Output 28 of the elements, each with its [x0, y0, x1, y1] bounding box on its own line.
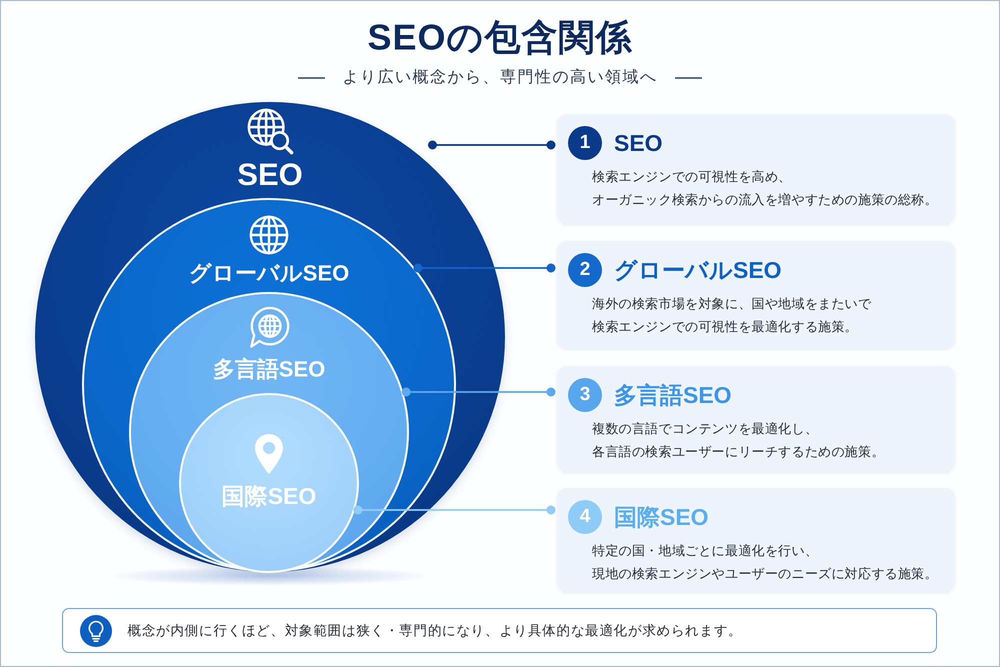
subtitle: より広い概念から、専門性の高い領域へ — [342, 68, 658, 88]
card-heading: 国際SEO — [614, 504, 709, 530]
title: SEOの包含関係 — [367, 16, 633, 58]
info-card — [557, 488, 955, 592]
card-text: 検索エンジンでの可視性を高め、オーガニック検索からの流入を増やすための施策の総称。 — [592, 168, 939, 209]
leader-line — [353, 506, 556, 514]
card-heading: 多言語SEO — [614, 382, 732, 408]
leader-line — [413, 264, 556, 272]
card-heading: グローバルSEO — [614, 256, 782, 284]
card-text: 複数の言語でコンテンツを最適化し、各言語の検索ユーザーにリーチするための施策。 — [592, 420, 886, 461]
number-badge: 2 — [568, 253, 602, 287]
circle-label: グローバルSEO — [188, 260, 350, 286]
card-heading: SEO — [614, 130, 663, 156]
number-badge: 3 — [568, 378, 602, 412]
circle-label: SEO — [237, 157, 303, 193]
number-badge: 4 — [568, 500, 602, 534]
circle-label: 国際SEO — [222, 482, 316, 510]
number-badge: 1 — [568, 126, 602, 160]
info-card — [557, 241, 955, 349]
info-card — [557, 114, 955, 224]
note-text: 概念が内側に行くほど、対象範囲は狭く・専門的になり、より具体的な最適化が求められます。 — [128, 622, 742, 638]
info-card — [557, 366, 955, 472]
card-text: 海外の検索市場を対象に、国や地域をまたいで検索エンジンでの可視性を最適化する施策。 — [592, 295, 872, 336]
leader-line — [402, 388, 556, 396]
leader-line — [428, 140, 556, 150]
circle-label: 多言語SEO — [212, 356, 326, 382]
card-text: 特定の国・地域ごとに最適化を行い、現地の検索エンジンやユーザーのニーズに対応する施策。 — [592, 542, 939, 583]
note-box — [62, 608, 937, 653]
